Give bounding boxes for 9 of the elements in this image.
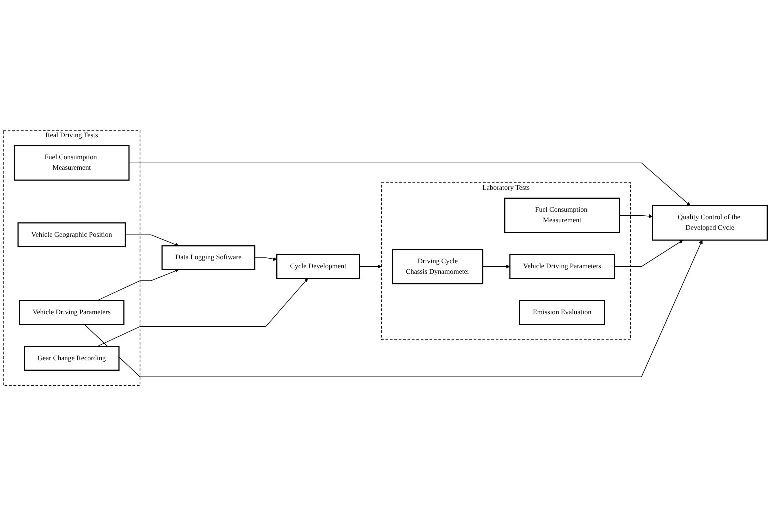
arrow xyxy=(254,257,278,261)
arrow xyxy=(128,162,691,206)
arrow xyxy=(619,214,653,218)
arrow xyxy=(84,240,703,378)
arrow xyxy=(482,264,510,269)
arrow xyxy=(359,264,382,269)
arrow xyxy=(125,234,180,246)
arrow xyxy=(97,269,180,301)
arrow xyxy=(614,240,684,267)
